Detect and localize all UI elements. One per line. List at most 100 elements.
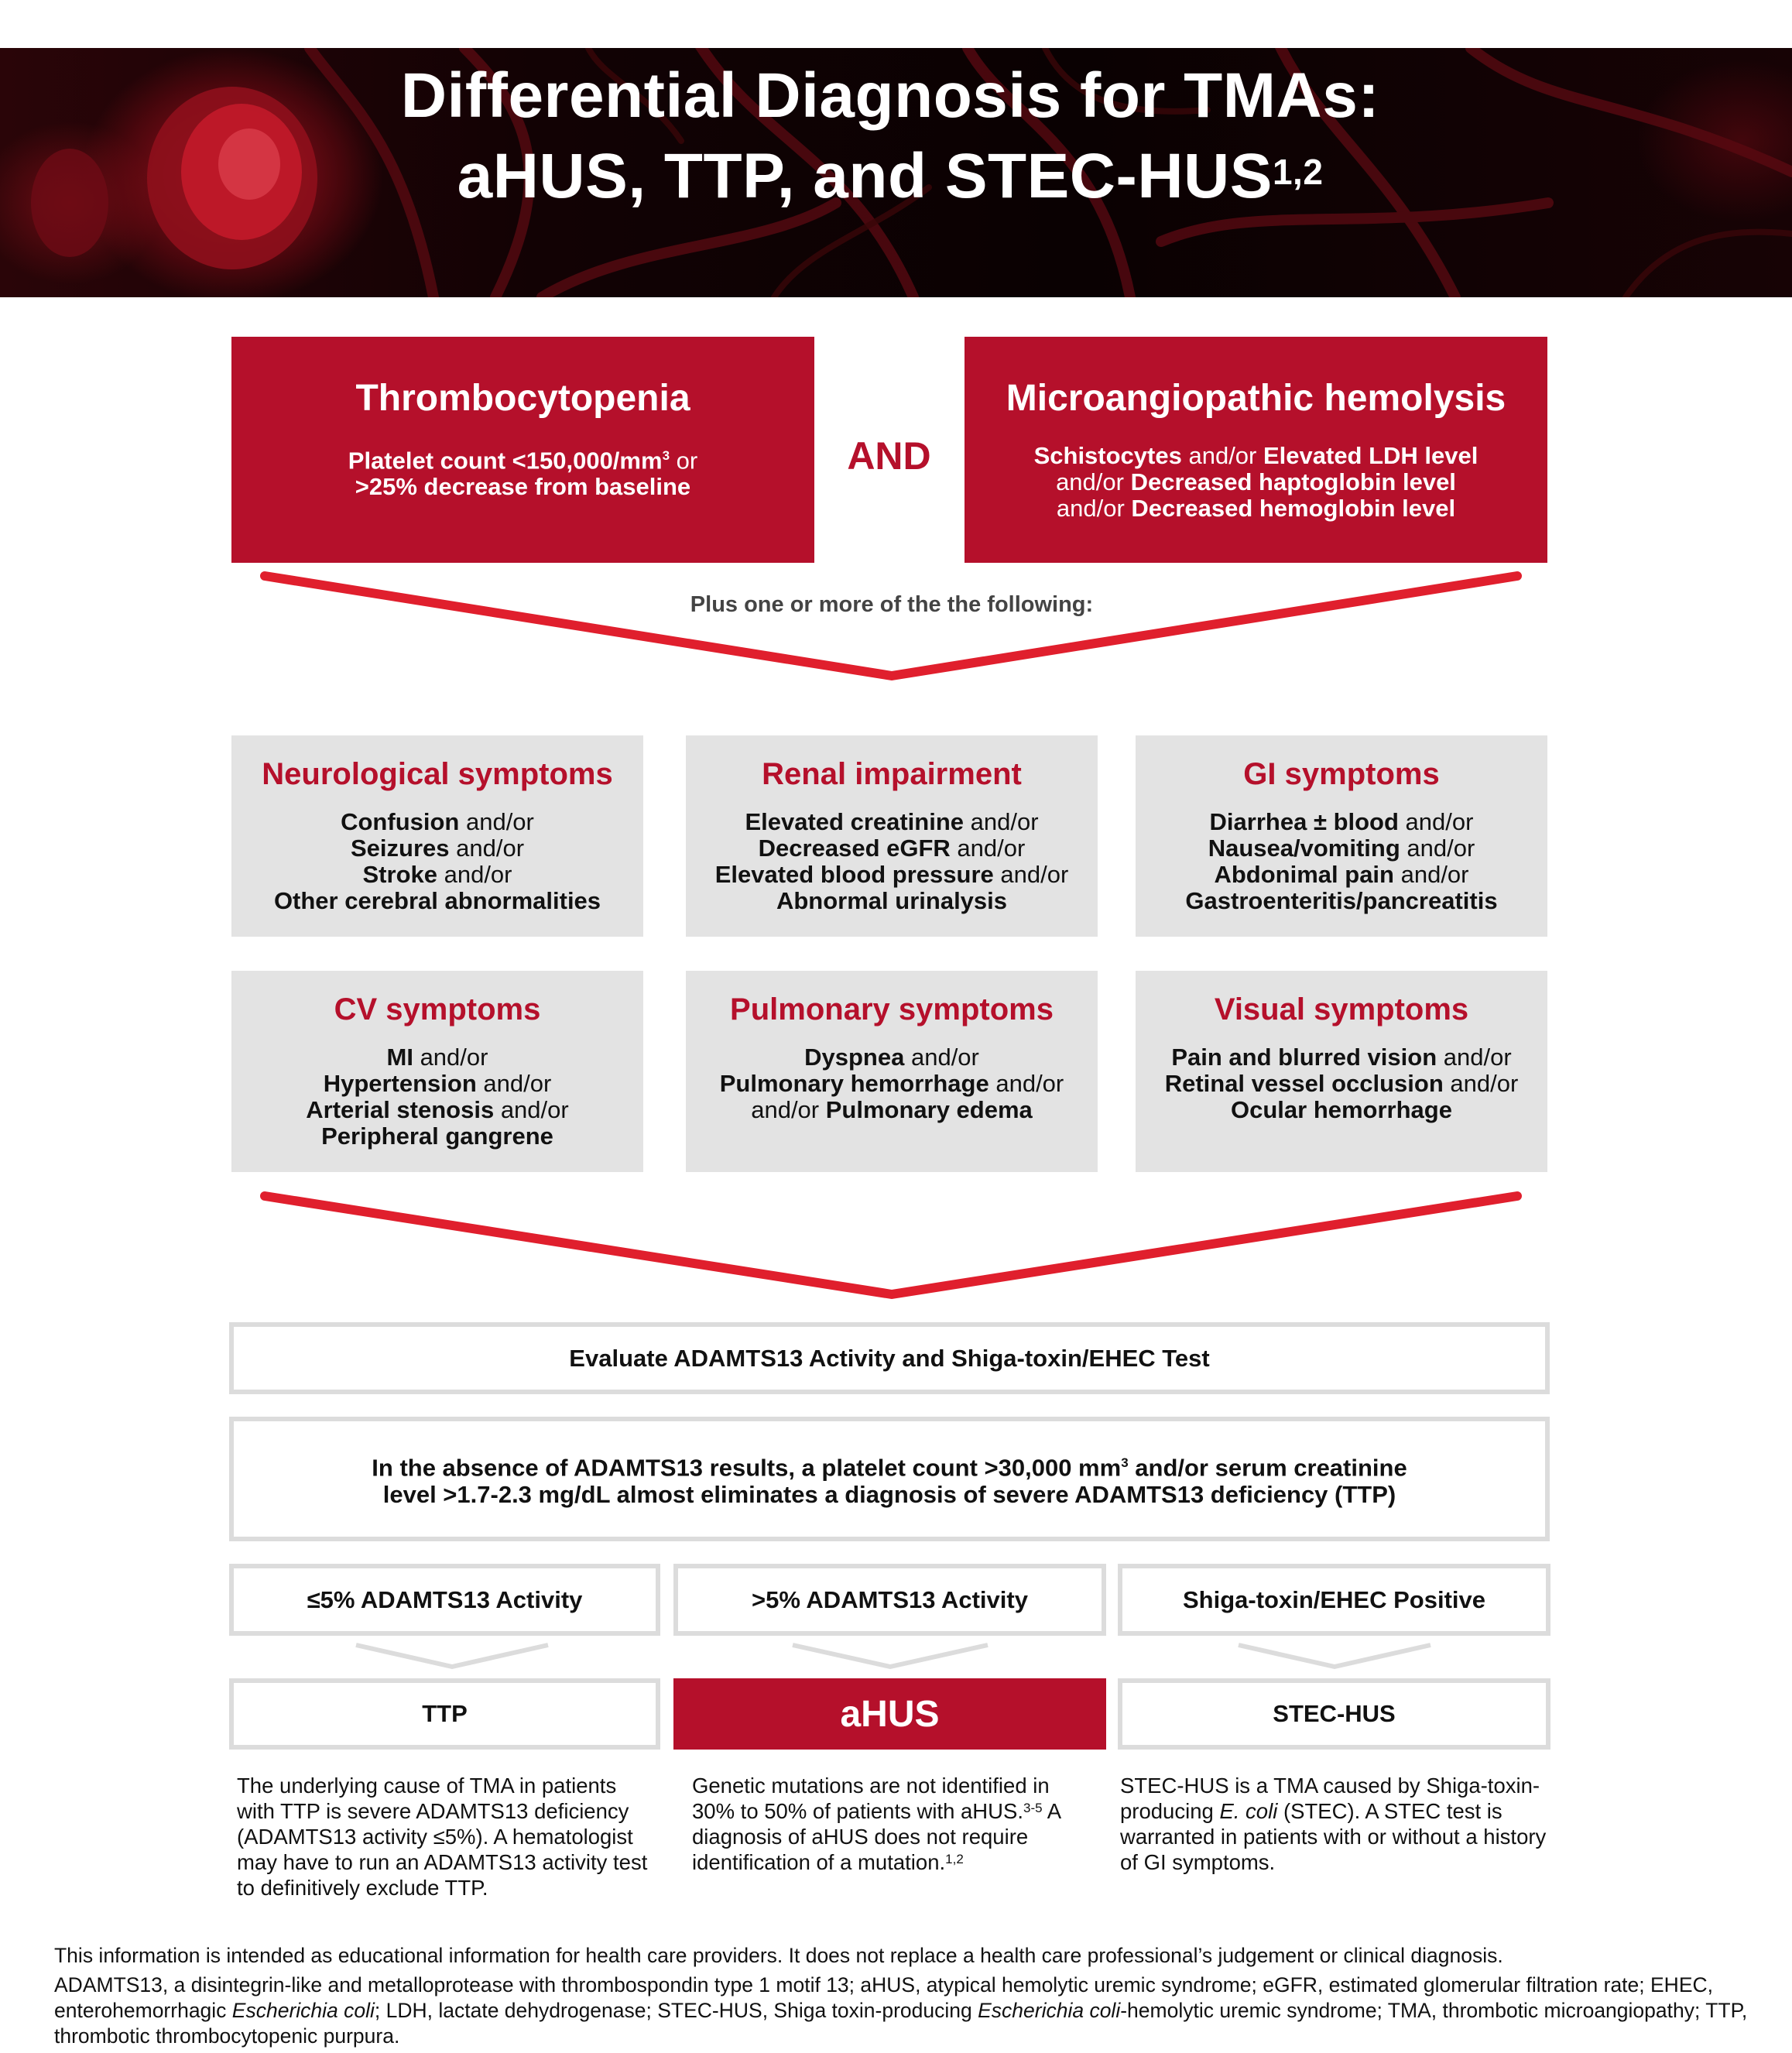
symptom-term: Dyspnea [804, 1044, 905, 1071]
symptom-heading: Visual symptoms [1214, 992, 1469, 1026]
title-line-1: Differential Diagnosis for TMAs: [400, 60, 1380, 131]
symptom-item: Decreased eGFR and/or [686, 835, 1098, 862]
page-title: Differential Diagnosis for TMAs: aHUS, T… [310, 56, 1471, 217]
note-ahus: Genetic mutations are not identified in … [692, 1773, 1095, 1875]
symptom-term: Pulmonary edema [825, 1096, 1033, 1123]
test-box-ttp: ≤5% ADAMTS13 Activity [229, 1564, 660, 1636]
arrow-stec [1238, 1643, 1431, 1669]
symptom-item: Elevated creatinine and/or [686, 809, 1098, 835]
schistocytes-term: Schistocytes [1033, 442, 1182, 469]
symptom-term: Nausea/vomiting [1208, 835, 1400, 862]
symptom-join: and/or [476, 1070, 552, 1097]
platelet-count-text: Platelet count <150,000/mm [348, 447, 663, 475]
symptom-term: Gastroenteritis/pancreatitis [1185, 887, 1498, 914]
symptom-term: Retinal vessel occlusion [1164, 1070, 1444, 1097]
symptom-item: Stroke and/or [231, 862, 643, 888]
arrow-ttp [355, 1643, 549, 1669]
symptom-join: and/or [413, 1044, 488, 1071]
test-label-ttp: ≤5% ADAMTS13 Activity [307, 1585, 583, 1613]
join-1: and/or [1181, 442, 1263, 469]
symptom-join: and/or [1437, 1044, 1512, 1071]
symptom-item: Abdonimal pain and/or [1136, 862, 1547, 888]
title-line-2-text: aHUS, TTP, and STEC-HUS [457, 141, 1273, 211]
symptom-item: Nausea/vomiting and/or [1136, 835, 1547, 862]
thrombocytopenia-heading: Thrombocytopenia [355, 378, 690, 419]
evaluate-box: Evaluate ADAMTS13 Activity and Shiga-tox… [229, 1322, 1550, 1394]
thrombocytopenia-criteria: Platelet count <150,000/mm3 or >25% decr… [231, 443, 814, 500]
symptom-heading: Pulmonary symptoms [730, 992, 1054, 1026]
result-box-ttp: TTP [229, 1678, 660, 1750]
platelet-or-text: or [670, 447, 698, 475]
symptom-join: and/or [964, 808, 1039, 835]
result-label-ttp: TTP [422, 1700, 468, 1727]
symptom-item: MI and/or [231, 1044, 643, 1071]
chevron-middle [260, 1191, 1522, 1299]
hemoglobin-term: Decreased hemoglobin level [1131, 495, 1456, 522]
symptom-join: and/or [904, 1044, 979, 1071]
symptom-join: and/or [459, 808, 534, 835]
arrow-ahus [792, 1643, 989, 1669]
test-label-ahus: >5% ADAMTS13 Activity [752, 1585, 1028, 1613]
symptom-item: Ocular hemorrhage [1136, 1097, 1547, 1123]
blood-vessel-artwork [31, 48, 1792, 297]
join-3: and/or [1056, 495, 1132, 522]
join-2: and/or [1056, 468, 1131, 495]
symptom-item: Other cerebral abnormalities [231, 888, 643, 914]
haptoglobin-term: Decreased haptoglobin level [1130, 468, 1456, 495]
symptom-term: MI [386, 1044, 413, 1071]
test-label-stec: Shiga-toxin/EHEC Positive [1182, 1585, 1485, 1613]
symptom-heading: CV symptoms [334, 992, 541, 1026]
title-line-2: aHUS, TTP, and STEC-HUS1,2 [310, 136, 1471, 217]
symptom-join: and/or [494, 1096, 569, 1123]
flow-chevrons [260, 571, 1522, 1299]
symptom-term: Abnormal urinalysis [776, 887, 1008, 914]
hemolysis-heading: Microangiopathic hemolysis [1006, 378, 1506, 419]
plus-one-or-more-label: Plus one or more of the the following: [690, 592, 1094, 617]
absence-line-2: level >1.7-2.3 mg/dL almost eliminates a… [382, 1480, 1396, 1508]
note-ahus-sup2: 1,2 [945, 1852, 964, 1866]
abbr-italic-1: Escherichia coli [231, 1999, 375, 2022]
symptom-term: Seizures [350, 835, 450, 862]
symptom-term: Decreased eGFR [758, 835, 951, 862]
footer-disclaimer: This information is intended as educatio… [54, 1944, 1503, 1967]
symptom-item: Confusion and/or [231, 809, 643, 835]
symptom-term: Elevated blood pressure [714, 861, 994, 888]
symptom-join: and/or [1393, 861, 1469, 888]
symptom-term: Arterial stenosis [306, 1096, 495, 1123]
symptom-term: Stroke [362, 861, 437, 888]
symptom-item: Diarrhea ± blood and/or [1136, 809, 1547, 835]
symptom-item: Arterial stenosis and/or [231, 1097, 643, 1123]
result-box-ahus: aHUS [673, 1678, 1106, 1750]
chevron-top [260, 571, 1522, 680]
symptom-term: Confusion [341, 808, 460, 835]
symptom-term: Hypertension [323, 1070, 477, 1097]
symptom-join: and/or [1443, 1070, 1519, 1097]
hemolysis-box: Microangiopathic hemolysis Schistocytes … [965, 337, 1547, 563]
abbr-part-3: -hemolytic uremic syndrome; TMA, thrombo… [54, 1999, 1748, 2048]
symptom-heading: Neurological symptoms [262, 757, 613, 791]
symptom-term: Diarrhea ± blood [1209, 808, 1399, 835]
symptom-item: Dyspnea and/or [686, 1044, 1098, 1071]
note-ahus-b: A diagnosis of aHUS does not require ide… [692, 1799, 1060, 1874]
absence-sup: 3 [1121, 1455, 1129, 1471]
header-banner [0, 48, 1792, 297]
symptom-join: and/or [1398, 808, 1474, 835]
symptom-join: and/or [437, 861, 512, 888]
symptom-join: and/or [950, 835, 1026, 862]
symptom-item: Seizures and/or [231, 835, 643, 862]
abbr-part-1: ADAMTS13, a disintegrin-like and metallo… [54, 1973, 1713, 2022]
note-stec-b: (STEC). A STEC test is warranted in pati… [1120, 1799, 1547, 1874]
test-box-stec: Shiga-toxin/EHEC Positive [1118, 1564, 1550, 1636]
absence-line-1b: and/or serum creatinine [1128, 1454, 1407, 1482]
symptom-join: and/or [751, 1096, 826, 1123]
